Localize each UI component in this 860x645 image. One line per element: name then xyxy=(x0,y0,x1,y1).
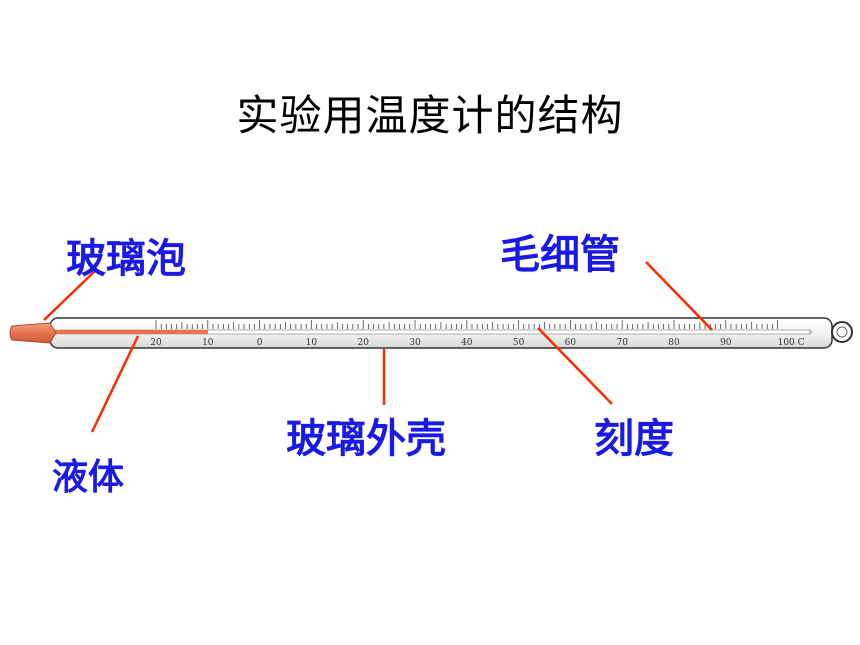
scale-tick-label: 90 xyxy=(720,338,732,348)
label-glass-shell: 玻璃外壳 xyxy=(286,416,446,462)
scale-tick-labels: 20 10 0 10 20 30 40 50 60 70 80 90 100 C xyxy=(150,338,804,348)
label-glass-bulb: 玻璃泡 xyxy=(66,236,186,282)
page-title: 实验用温度计的结构 xyxy=(236,91,624,140)
leader-line-scale xyxy=(537,327,613,405)
scale-tick-label: 100 C xyxy=(778,338,805,348)
scale-tick-label: 20 xyxy=(357,338,369,348)
liquid-column xyxy=(50,330,208,334)
label-liquid: 液体 xyxy=(52,457,125,498)
scale-tick-label: 60 xyxy=(565,338,577,348)
scale-tick-label: 80 xyxy=(668,338,680,348)
scale-tick-label: 10 xyxy=(306,338,318,348)
scale-tick-label: 0 xyxy=(257,338,263,348)
scale-tick-label: 40 xyxy=(461,338,473,348)
scale-tick-label: 70 xyxy=(616,338,628,348)
scale-tick-label: 30 xyxy=(409,338,421,348)
scale-ticks xyxy=(155,320,778,329)
label-scale: 刻度 xyxy=(594,416,674,462)
label-capillary: 毛细管 xyxy=(500,232,620,278)
leader-line-liquid xyxy=(90,335,140,433)
leader-line-bulb xyxy=(43,269,97,321)
scale-tick-label: 50 xyxy=(513,338,525,348)
scale-tick-label: 10 xyxy=(202,338,214,348)
leader-line-capillary xyxy=(645,261,713,331)
glass-bulb xyxy=(9,322,57,344)
scale-tick-label: 20 xyxy=(150,338,162,348)
